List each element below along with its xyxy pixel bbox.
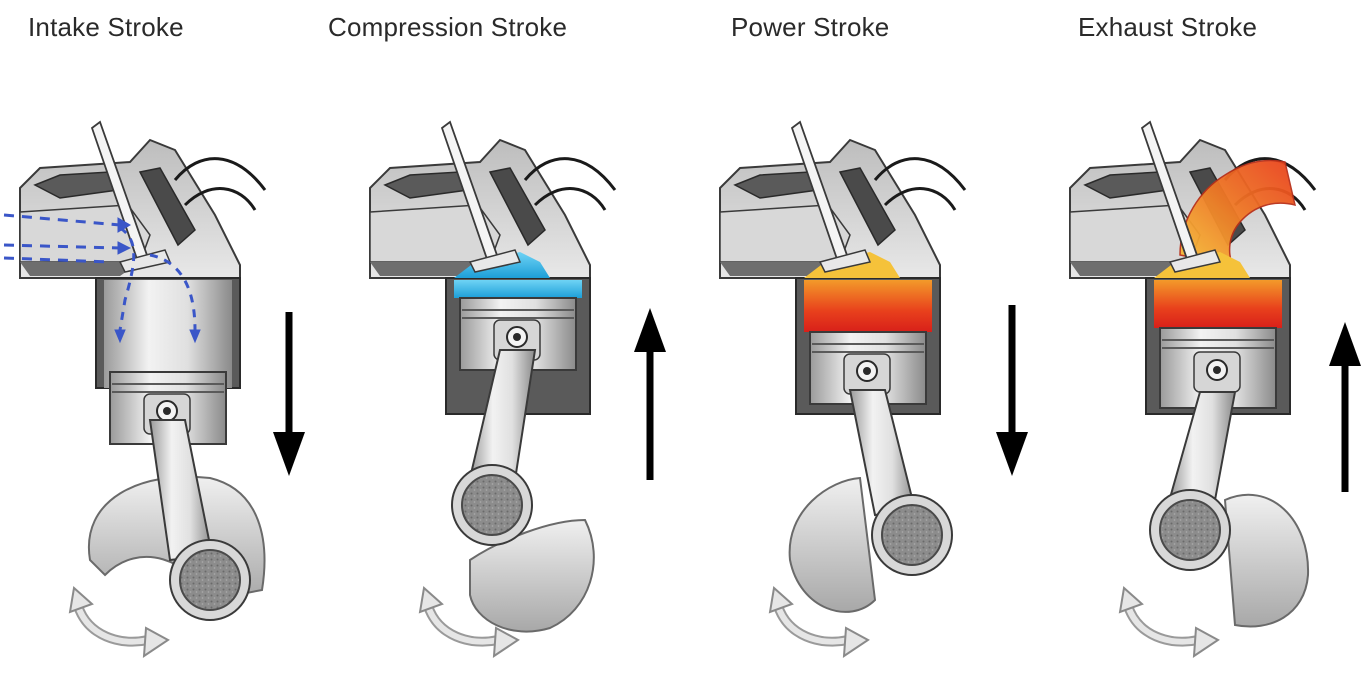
compression-engine xyxy=(368,121,617,656)
stroke-title-exhaust: Exhaust Stroke xyxy=(1078,12,1258,42)
exhaust-piston-up-arrow xyxy=(1329,322,1361,492)
exhaust-engine xyxy=(1068,121,1317,656)
intake-engine xyxy=(3,121,267,656)
power-engine xyxy=(718,121,967,656)
intake-piston-down-arrow xyxy=(273,312,305,476)
power-piston-down-arrow xyxy=(996,305,1028,476)
stroke-title-intake: Intake Stroke xyxy=(28,12,184,42)
intake-flow-arrows xyxy=(3,213,201,344)
compression-piston-up-arrow xyxy=(634,308,666,480)
stroke-title-compression: Compression Stroke xyxy=(328,12,568,42)
stroke-title-power: Power Stroke xyxy=(731,12,890,42)
